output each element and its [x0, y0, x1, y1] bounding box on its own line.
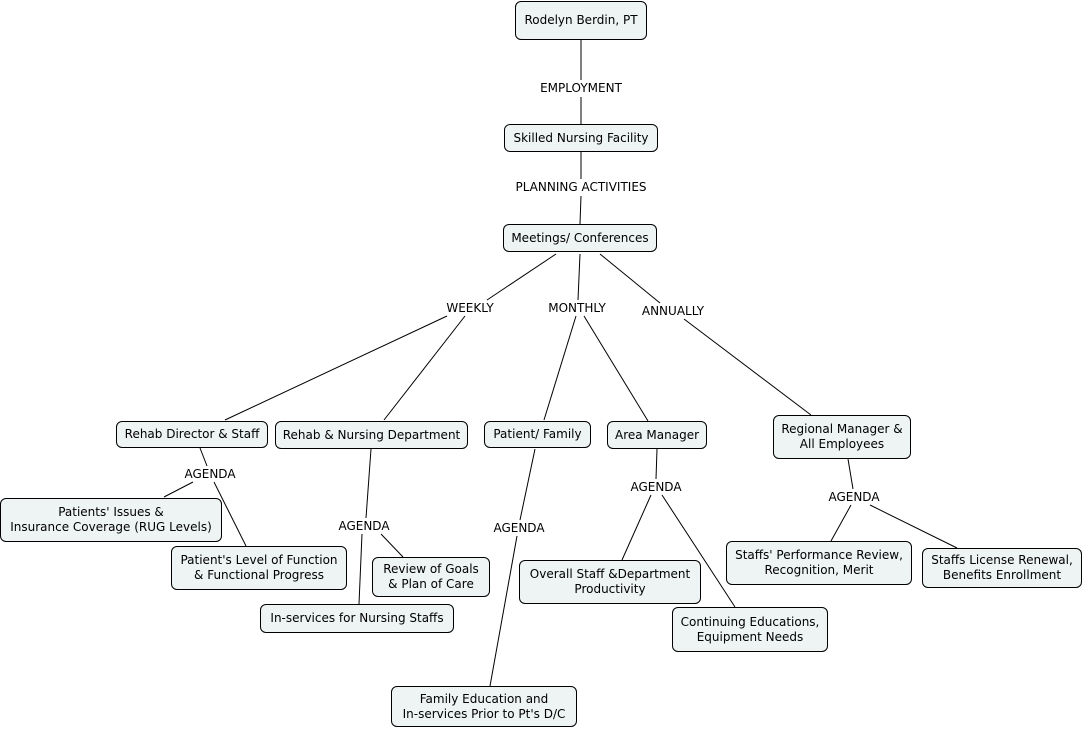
node-meetings-conferences[interactable]: Meetings/ Conferences	[503, 224, 657, 252]
node-regional-manager[interactable]: Regional Manager & All Employees	[773, 415, 911, 459]
node-staff-performance-review[interactable]: Staffs' Performance Review, Recognition,…	[726, 541, 912, 585]
edge-meetings-annually	[599, 253, 661, 304]
edge-weekly-rehab-nursing	[383, 315, 466, 421]
edge-meetings-weekly	[486, 253, 557, 301]
edge-weekly-rehab-director	[224, 315, 448, 421]
edge-rehab-nursing-agenda	[365, 448, 372, 519]
link-label-annually: ANNUALLY	[640, 304, 706, 318]
node-inservices-nursing[interactable]: In-services for Nursing Staffs	[260, 604, 454, 633]
edge-regional-agenda	[847, 458, 854, 490]
node-overall-staff-productivity[interactable]: Overall Staff &Department Productivity	[519, 560, 701, 604]
node-area-manager[interactable]: Area Manager	[607, 421, 707, 449]
edge-agenda-overall-staff	[621, 494, 652, 561]
edge-patient-family-agenda	[519, 448, 536, 521]
edge-agenda-review-goals	[380, 533, 404, 558]
edge-agenda-family-education	[489, 535, 518, 687]
link-label-agenda-area-manager: AGENDA	[629, 480, 683, 494]
link-label-planning-activities: PLANNING ACTIVITIES	[514, 180, 648, 194]
link-label-agenda-rehab-director: AGENDA	[183, 467, 237, 481]
edge-rehab-director-agenda	[199, 447, 208, 467]
edge-monthly-area-manager	[583, 315, 649, 422]
node-patients-issues[interactable]: Patients' Issues & Insurance Coverage (R…	[0, 498, 222, 542]
link-label-agenda-patient-family: AGENDA	[492, 521, 546, 535]
edge-agenda-continuing-ed	[661, 494, 736, 608]
edge-meetings-monthly	[577, 253, 581, 301]
node-rehab-nursing-department[interactable]: Rehab & Nursing Department	[275, 421, 468, 449]
node-patient-family[interactable]: Patient/ Family	[484, 421, 591, 448]
edge-agenda-staff-performance	[830, 504, 852, 542]
node-skilled-nursing-facility[interactable]: Skilled Nursing Facility	[504, 124, 658, 152]
edge-agenda-license-renewal	[869, 504, 958, 549]
edge-area-manager-agenda	[655, 448, 658, 480]
node-level-of-function[interactable]: Patient's Level of Function & Functional…	[171, 546, 347, 590]
node-rehab-director-staff[interactable]: Rehab Director & Staff	[116, 421, 268, 448]
link-label-agenda-regional: AGENDA	[827, 490, 881, 504]
edge-agenda-patients-issues	[163, 481, 194, 498]
node-family-education[interactable]: Family Education and In-services Prior t…	[391, 686, 577, 727]
link-label-monthly: MONTHLY	[547, 301, 607, 315]
edge-planning-meetings	[579, 195, 582, 225]
edge-agenda-inservices	[358, 533, 363, 605]
link-label-employment: EMPLOYMENT	[539, 81, 623, 95]
node-staff-license-renewal[interactable]: Staffs License Renewal, Benefits Enrollm…	[922, 548, 1082, 588]
node-review-of-goals[interactable]: Review of Goals & Plan of Care	[372, 557, 490, 597]
node-rodelyn-berdin[interactable]: Rodelyn Berdin, PT	[515, 1, 647, 40]
edge-annually-regional	[683, 318, 812, 416]
edge-agenda-level-of-function	[213, 481, 247, 547]
link-label-weekly: WEEKLY	[445, 301, 495, 315]
link-label-agenda-rehab-nursing: AGENDA	[337, 519, 391, 533]
node-continuing-educations[interactable]: Continuing Educations, Equipment Needs	[672, 607, 828, 652]
edge-monthly-patient-family	[543, 315, 577, 421]
